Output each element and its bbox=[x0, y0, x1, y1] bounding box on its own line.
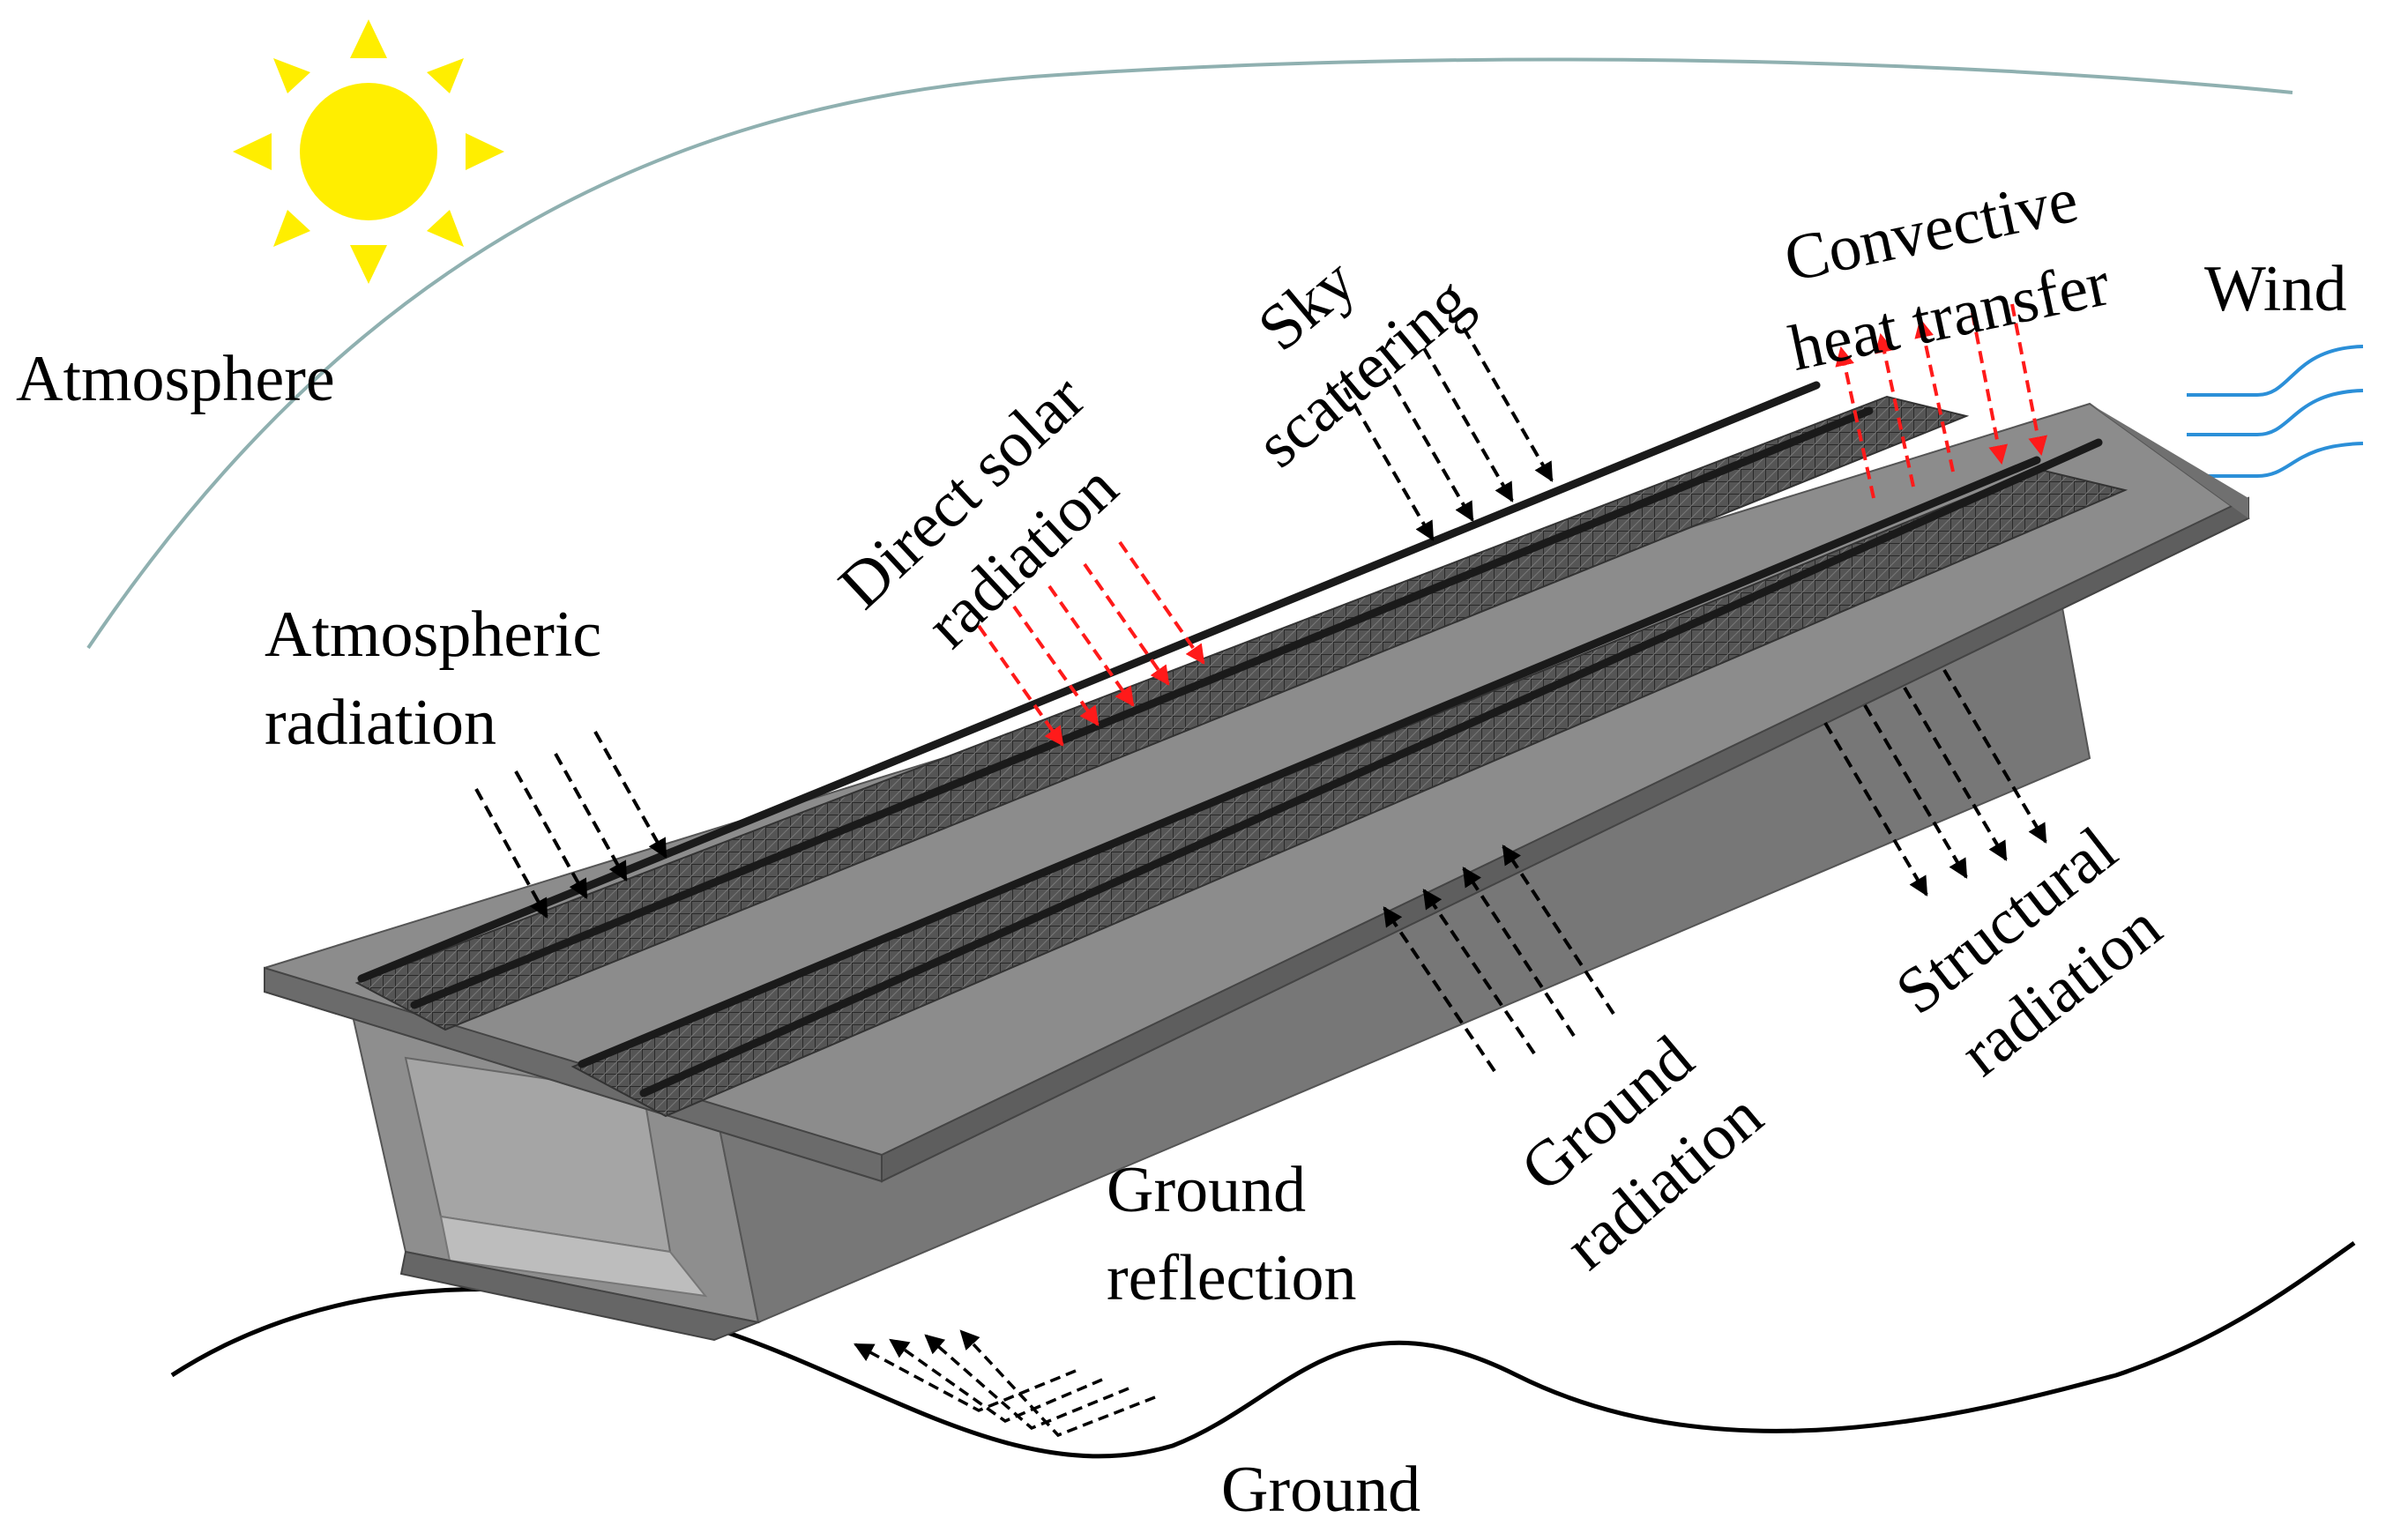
ground-reflection-line1: Ground bbox=[1107, 1154, 1307, 1226]
atmosphere-boundary bbox=[86, 57, 2293, 650]
wind-lines-icon bbox=[2187, 345, 2364, 478]
convective-heat-transfer-arrows bbox=[1835, 303, 2048, 499]
atmospheric-radiation-arrows bbox=[474, 731, 667, 919]
atmospheric-radiation-label: Atmospheric radiation bbox=[265, 591, 601, 767]
atmospheric-radiation-line1: Atmospheric bbox=[265, 599, 602, 671]
ground-reflection-arrows bbox=[854, 1329, 1156, 1438]
ground-reflection-label: Ground reflection bbox=[1107, 1146, 1357, 1322]
wind-label: Wind bbox=[2204, 253, 2347, 325]
sun-icon bbox=[233, 19, 504, 284]
rails bbox=[357, 381, 2103, 1098]
ground-radiation-arrows bbox=[1383, 845, 1615, 1073]
atmosphere-label: Atmosphere bbox=[16, 343, 335, 415]
atmospheric-radiation-line2: radiation bbox=[265, 687, 497, 759]
direct-solar-radiation-arrows bbox=[977, 540, 1205, 747]
ground-reflection-line2: reflection bbox=[1107, 1242, 1357, 1314]
structural-radiation-arrows bbox=[1823, 668, 2047, 897]
sky-scattering-arrows bbox=[1343, 326, 1554, 541]
ground-label: Ground bbox=[1221, 1454, 1421, 1526]
